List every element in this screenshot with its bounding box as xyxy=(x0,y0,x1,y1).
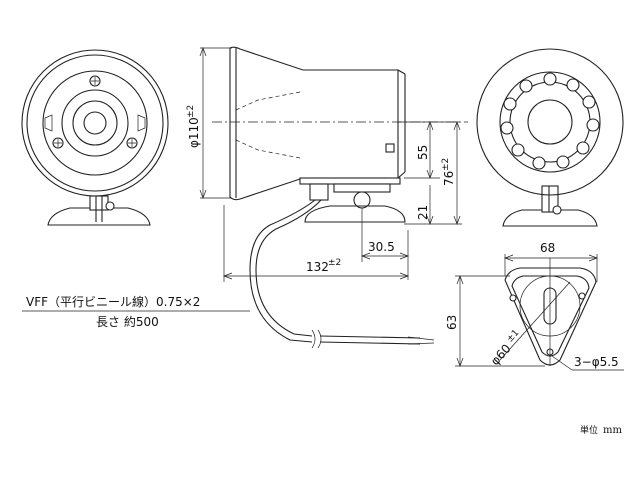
rear-outer-ring xyxy=(476,48,624,196)
rear-view xyxy=(476,48,624,227)
h55-label: 55 xyxy=(416,145,430,160)
front-view xyxy=(21,49,169,226)
offset-label: 30.5 xyxy=(368,240,395,254)
front-base xyxy=(47,207,151,226)
front-bracket xyxy=(89,195,109,211)
front-outer-ring xyxy=(21,49,169,197)
length-tol: ±2 xyxy=(328,258,341,268)
diameter-label: φ110 xyxy=(187,117,201,148)
h63-label: 63 xyxy=(445,315,459,330)
length-label: 132 xyxy=(306,260,329,274)
horn-body xyxy=(229,46,399,201)
triangular-base xyxy=(504,267,597,366)
h76-label: 76 xyxy=(442,171,456,186)
front-knob xyxy=(105,201,115,211)
base-plan-view xyxy=(504,258,597,366)
unit-label: 単位 xyxy=(580,424,598,436)
cable-path xyxy=(249,199,316,343)
h21-label: 21 xyxy=(416,205,430,220)
cable-spec: VFF（平行ビニール線）0.75×2 xyxy=(26,294,200,309)
side-view xyxy=(212,46,468,349)
diameter-tol: ±2 xyxy=(186,105,196,118)
pcd-tol: ±1 xyxy=(505,328,521,345)
dimension-lines xyxy=(22,47,624,371)
unit-value: mm xyxy=(603,425,622,436)
holes-label: 3−φ5.5 xyxy=(574,355,619,369)
pcd-label: φ60 xyxy=(488,341,514,368)
w68-label: 68 xyxy=(540,241,555,255)
side-base xyxy=(304,205,406,223)
dimension-labels: φ110 ±2 55 76 ±2 21 30.5 132 ±2 68 63 φ6… xyxy=(26,105,622,436)
cable-length: 長さ 約500 xyxy=(96,314,159,329)
h76-tol: ±2 xyxy=(441,158,451,171)
